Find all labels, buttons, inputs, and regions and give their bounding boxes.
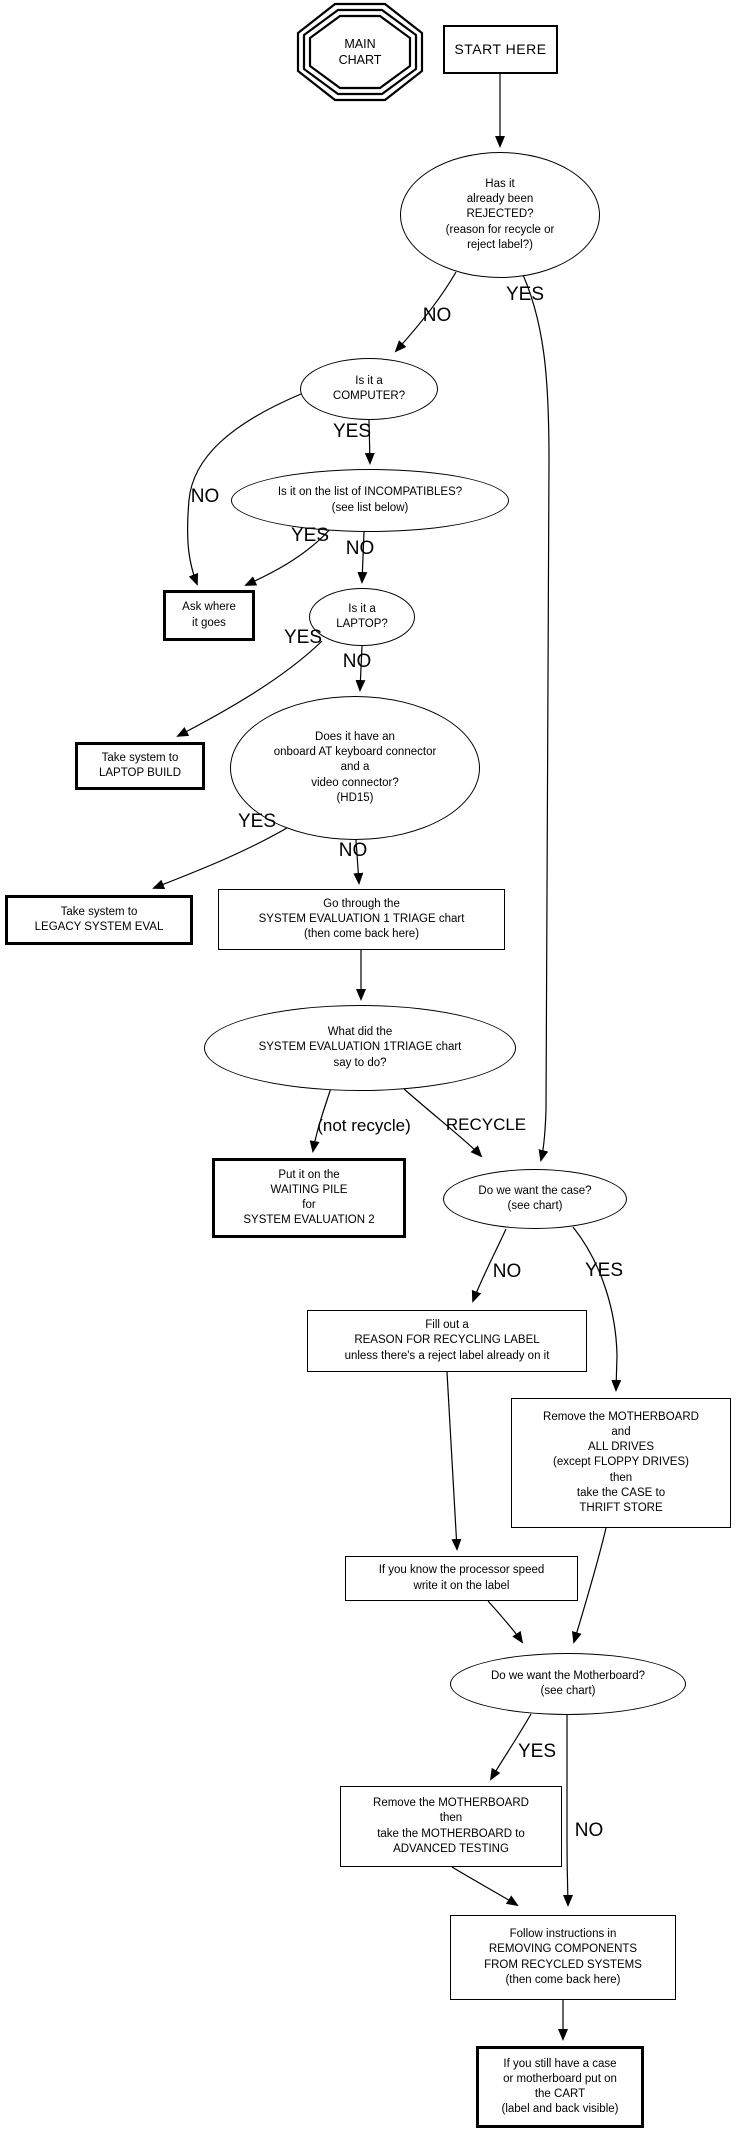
edge-label-at-no: NO [338, 840, 368, 861]
recycling-label-node: Fill out a REASON FOR RECYCLING LABEL un… [307, 1310, 587, 1372]
removing-components-node: Follow instructions in REMOVING COMPONEN… [450, 1915, 676, 2000]
edge-label-incompat-yes: YES [290, 525, 330, 546]
want-motherboard-question-node: Do we want the Motherboard? (see chart) [450, 1653, 686, 1715]
waiting-pile-node: Put it on the WAITING PILE for SYSTEM EV… [212, 1158, 406, 1238]
edge-label-computer-no: NO [190, 486, 220, 507]
edge-mb-no-to-removing [562, 1715, 573, 1907]
edge-advanced-to-removing [451, 1866, 519, 1907]
edge-at-yes-to-legacy [152, 824, 293, 889]
at-connector-question-node: Does it have an onboard AT keyboard conn… [230, 696, 480, 840]
edge-speed-to-want-mb [487, 1600, 524, 1644]
edge-label-laptop-no: NO [342, 651, 372, 672]
edge-label-incompat-no: NO [345, 538, 375, 559]
edge-label-computer-yes: YES [332, 421, 372, 442]
legacy-system-eval-node: Take system to LEGACY SYSTEM EVAL [5, 895, 193, 945]
edge-label-recycle: RECYCLE [445, 1115, 527, 1134]
rejected-question-node: Has it already been REJECTED? (reason fo… [400, 152, 600, 278]
start-here-node: START HERE [443, 25, 558, 74]
main-chart-label: MAIN CHART [338, 36, 382, 67]
edge-label-mb-no: NO [574, 1820, 604, 1841]
edge-label-not-recycle: (not recycle) [317, 1116, 411, 1135]
octagon-outline-icon [296, 2, 424, 102]
advanced-testing-node: Remove the MOTHERBOARD then take the MOT… [340, 1786, 562, 1867]
ask-where-node: Ask where it goes [163, 590, 255, 641]
edge-label-to-speed [446, 1371, 462, 1551]
edge-label-case-no: NO [492, 1261, 522, 1282]
edge-label-rejected-yes: YES [505, 284, 545, 305]
edge-label-case-yes: YES [584, 1260, 624, 1281]
incompatibles-question-node: Is it on the list of INCOMPATIBLES? (see… [231, 469, 509, 532]
want-case-question-node: Do we want the case? (see chart) [443, 1169, 627, 1229]
remove-motherboard-drives-node: Remove the MOTHERBOARD and ALL DRIVES (e… [511, 1398, 731, 1528]
edge-label-rejected-no: NO [422, 305, 452, 326]
laptop-build-node: Take system to LAPTOP BUILD [75, 742, 205, 790]
edge-label-laptop-yes: YES [283, 627, 323, 648]
is-computer-question-node: Is it a COMPUTER? [300, 358, 438, 420]
edge-label-mb-yes: YES [517, 1741, 557, 1762]
main-chart-octagon: MAIN CHART [296, 2, 424, 102]
go-through-triage-node: Go through the SYSTEM EVALUATION 1 TRIAG… [218, 889, 505, 950]
is-laptop-question-node: Is it a LAPTOP? [309, 588, 415, 646]
processor-speed-node: If you know the processor speed write it… [345, 1556, 578, 1601]
edge-label-at-yes: YES [237, 811, 277, 832]
cart-node: If you still have a case or motherboard … [476, 2046, 644, 2128]
edge-remove-to-want-mb [572, 1527, 607, 1644]
edge-rejected-yes-to-want-case [518, 265, 550, 1162]
triage-result-question-node: What did the SYSTEM EVALUATION 1TRIAGE c… [204, 1005, 516, 1091]
